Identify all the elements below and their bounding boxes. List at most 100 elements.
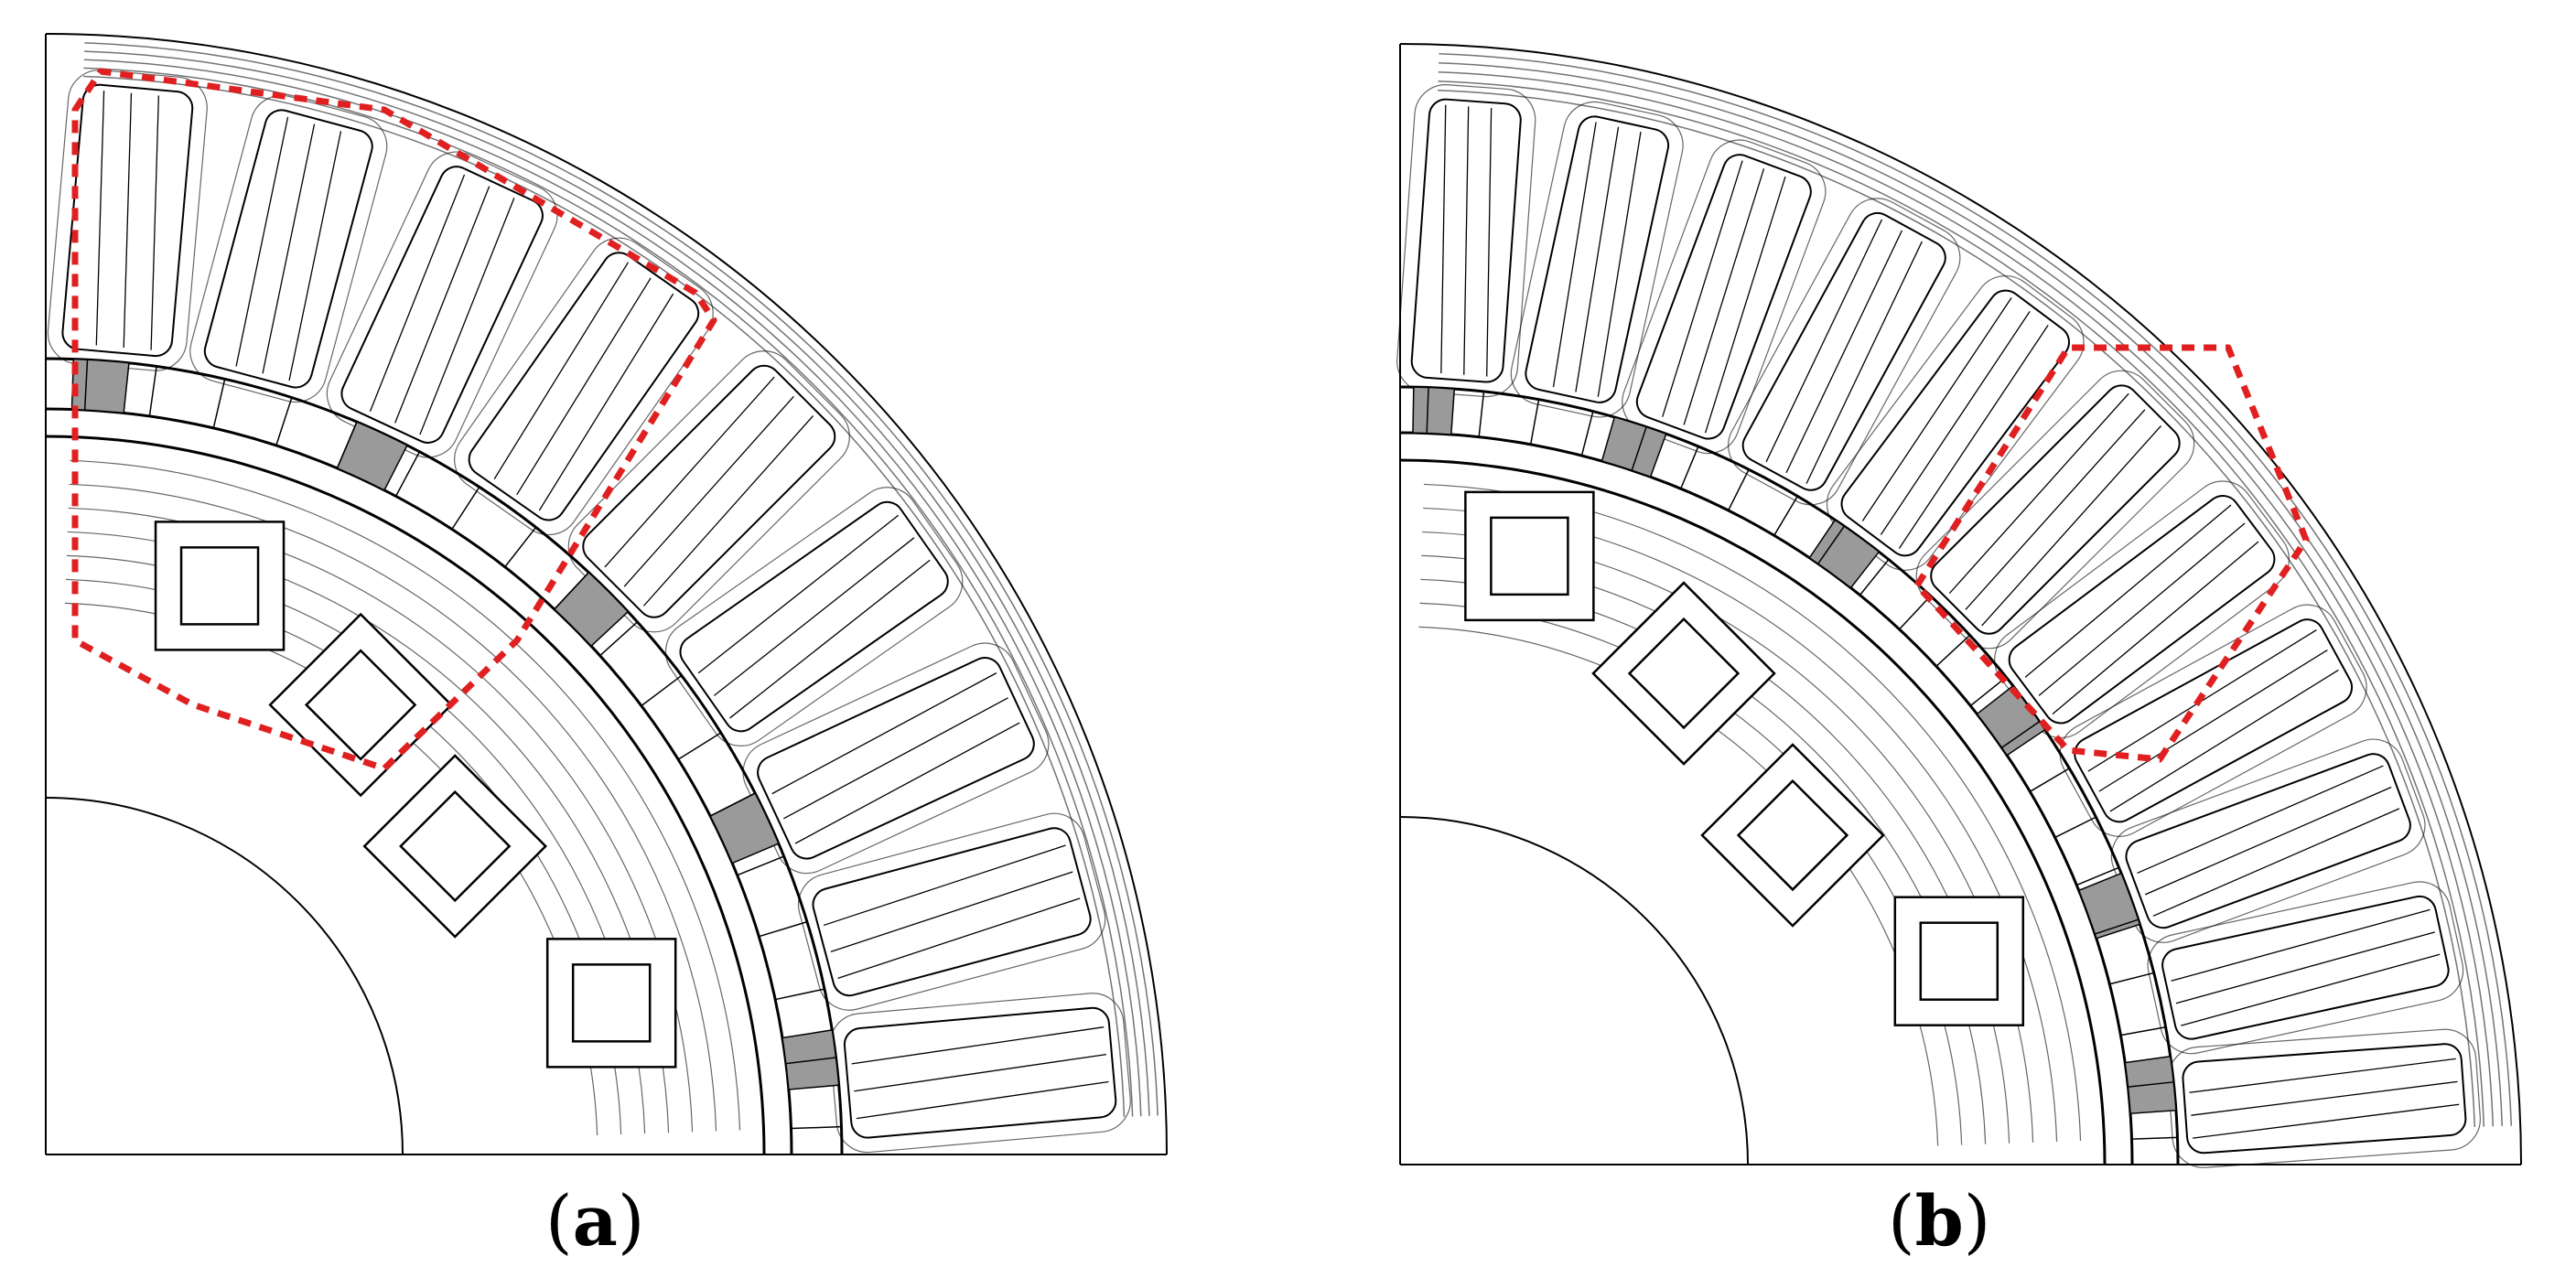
ring-divider: [1580, 411, 1594, 456]
ring-segment-shaded: [1808, 519, 1881, 589]
flux-line-yoke: [1438, 70, 2495, 1127]
slot-flux-line: [2109, 669, 2339, 812]
stator-slot: [1728, 198, 1961, 506]
magnet-inner: [1736, 779, 1849, 892]
flux-line-yoke: [1439, 61, 2504, 1126]
rotor-magnet: [1700, 743, 1885, 928]
magnet-outer: [362, 754, 547, 939]
slot-flux-line: [851, 1026, 1105, 1065]
stator-slot: [454, 237, 714, 536]
slot-flux-line: [2144, 786, 2392, 896]
ring-divider: [336, 421, 358, 469]
slot-flux-line: [1965, 409, 2146, 610]
ring-divider: [1631, 426, 1647, 471]
slot-flux-line: [1981, 425, 2162, 627]
slot-contour: [1915, 370, 2195, 650]
slot-flux-line: [95, 91, 105, 346]
slot-contour: [189, 94, 388, 403]
ring-divider: [504, 526, 537, 568]
magnet-outer: [154, 521, 286, 651]
ring-divider: [1859, 559, 1890, 596]
ring-divider: [2109, 972, 2154, 985]
shaft-arc: [45, 797, 404, 1155]
slot-flux-line: [2175, 931, 2435, 1004]
slot-flux-line: [235, 116, 289, 367]
magnet-inner: [1919, 921, 1999, 1001]
slot-flux-line: [123, 92, 133, 349]
slot-flux-line: [1662, 160, 1743, 417]
ring-divider: [1426, 387, 1429, 434]
slot-flux-line: [856, 1080, 1109, 1120]
ring-divider: [2076, 866, 2119, 886]
slot-flux-line: [2024, 504, 2232, 678]
stator-outer-arc: [1399, 43, 2522, 1165]
ring-divider: [677, 732, 722, 760]
slot-flux-line: [1440, 104, 1447, 374]
slot-flux-line: [2171, 908, 2430, 982]
stator-slot: [742, 642, 1050, 875]
flux-line-rotor: [69, 483, 717, 1132]
rotor-outer-arc: [1399, 458, 2107, 1165]
slot-flux-line: [837, 897, 1081, 980]
slot-flux-line: [1805, 241, 1923, 485]
stator-slot: [1994, 480, 2290, 739]
highlight-region: [1913, 344, 2310, 763]
slot-contour: [1622, 139, 1827, 455]
rotor-magnet: [545, 938, 677, 1069]
slot-flux-line: [783, 697, 1008, 820]
ring-divider: [2029, 768, 2070, 792]
slot-flux-line: [419, 198, 515, 435]
rotor-magnet: [1591, 581, 1776, 766]
flux-line-yoke: [1439, 52, 2513, 1126]
ring-divider: [1817, 525, 1845, 564]
slot-contour: [797, 812, 1106, 1011]
ring-divider: [2120, 1026, 2166, 1036]
ring-divider: [2095, 918, 2139, 935]
ring-divider: [83, 360, 89, 411]
slot-flux-line: [538, 293, 674, 511]
slot-flux-line: [771, 672, 997, 795]
magnet-inner: [571, 963, 652, 1043]
slot-flux-line: [1486, 108, 1493, 377]
slot-flux-line: [642, 415, 814, 607]
stator-outer-arc: [45, 33, 1168, 1155]
ring-divider: [1727, 468, 1750, 511]
slot-contour: [664, 487, 964, 746]
stator-slot: [2147, 881, 2464, 1055]
rotor-magnet: [1893, 896, 2025, 1026]
slot-flux-line: [2189, 1058, 2456, 1093]
slot-flux-line: [394, 186, 490, 424]
rotor-magnet: [268, 612, 453, 798]
slot-flux-line: [1704, 176, 1786, 434]
slot-flux-line: [830, 871, 1073, 953]
slot-flux-line: [2191, 1080, 2458, 1116]
slot-flux-line: [729, 559, 931, 719]
stator-slot: [1622, 139, 1827, 455]
ring-divider: [737, 855, 784, 876]
ring-outer-arc: [1399, 385, 2180, 1165]
ring-divider: [2001, 721, 2041, 748]
slot-flux-line: [1597, 131, 1642, 397]
flux-line-yoke: [1437, 89, 2476, 1128]
flux-line-yoke: [84, 42, 1159, 1116]
ring-segment-shaded: [709, 792, 780, 865]
flux-line-yoke: [83, 67, 1134, 1117]
slot-flux-line: [623, 395, 794, 587]
flux-line-yoke: [83, 75, 1126, 1117]
slot-flux-line: [2137, 765, 2384, 875]
slot-flux-line: [794, 722, 1020, 844]
magnet-outer: [1700, 743, 1885, 928]
ring-divider: [599, 621, 639, 657]
ring-divider: [775, 988, 825, 1001]
slot-contour: [1728, 198, 1961, 506]
ring-divider: [148, 366, 157, 417]
slot-contour: [2059, 604, 2367, 837]
slot-flux-line: [150, 95, 160, 350]
ring-segment-shaded: [1601, 416, 1667, 478]
ring-divider: [451, 486, 480, 530]
flux-plot-a: [45, 33, 1168, 1155]
slot-flux-line: [1898, 324, 2049, 549]
slot-contour: [454, 237, 714, 536]
flux-line-yoke: [83, 59, 1142, 1117]
stator-slot: [797, 812, 1106, 1011]
